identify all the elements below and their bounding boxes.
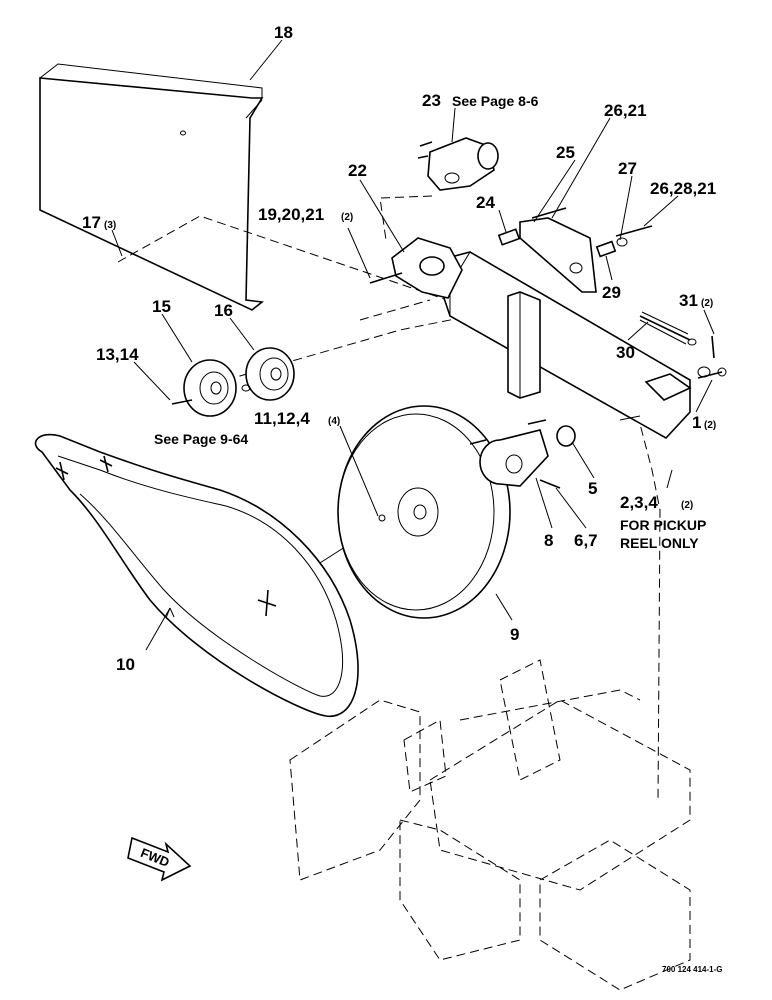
callout-17: 17 (82, 213, 101, 232)
callout-2-3-4-qty: (2) (681, 500, 693, 511)
mounting-arm (430, 251, 692, 440)
idler-plate (497, 207, 653, 293)
callout-13-14: 13,14 (96, 345, 139, 364)
drive-belt (34, 433, 359, 717)
drive-pulley (171, 347, 295, 417)
belt-shield (39, 63, 264, 311)
bearing-bracket (369, 237, 463, 299)
leader-lines (111, 39, 715, 651)
callout-11-12-4-qty: (4) (328, 416, 340, 427)
callout-24: 24 (476, 193, 495, 212)
windrower-frame-context (289, 659, 691, 991)
hydraulic-motor (417, 137, 499, 191)
callout-5: 5 (588, 479, 597, 498)
callout-8: 8 (544, 531, 553, 550)
callout-17-qty: (3) (104, 220, 116, 231)
callout-1-qty: (2) (704, 420, 716, 431)
sheave-hub (469, 419, 576, 489)
callout-26-21: 26,21 (604, 101, 647, 120)
callout-15-reference: See Page 9-64 (154, 431, 248, 447)
callout-18: 18 (274, 23, 293, 42)
tension-spring (639, 311, 697, 346)
forward-arrow-icon: FWD (127, 836, 192, 882)
callout-16: 16 (214, 301, 233, 320)
callout-27: 27 (618, 159, 637, 178)
eye-bolts (697, 335, 727, 379)
callout-26-28-21: 26,28,21 (650, 179, 716, 198)
callout-23: 23 (422, 91, 441, 110)
callout-6-7: 6,7 (574, 531, 598, 550)
callout-10: 10 (116, 655, 135, 674)
callout-15: 15 (152, 297, 171, 316)
drawing-code: 700 124 414-1-G (662, 965, 723, 974)
callout-25: 25 (556, 143, 575, 162)
callout-19-20-21-qty: (2) (341, 212, 353, 223)
callout-labels: 18 23 See Page 8-6 26,21 25 22 27 26,28,… (82, 23, 723, 974)
callout-19-20-21: 19,20,21 (258, 205, 324, 224)
callout-31: 31 (679, 291, 698, 310)
callout-29: 29 (602, 283, 621, 302)
callout-2-3-4: 2,3,4 (620, 493, 658, 512)
callout-31-qty: (2) (701, 298, 713, 309)
callout-2-3-4-note-line2: REEL ONLY (620, 535, 699, 551)
callout-9: 9 (510, 625, 519, 644)
callout-1: 1 (692, 413, 701, 432)
large-sheave (337, 405, 511, 619)
callout-22: 22 (348, 161, 367, 180)
callout-2-3-4-note-line1: FOR PICKUP (620, 517, 706, 533)
callout-11-12-4: 11,12,4 (254, 409, 310, 428)
callout-23-reference: See Page 8-6 (452, 93, 539, 109)
callout-30: 30 (616, 343, 635, 362)
